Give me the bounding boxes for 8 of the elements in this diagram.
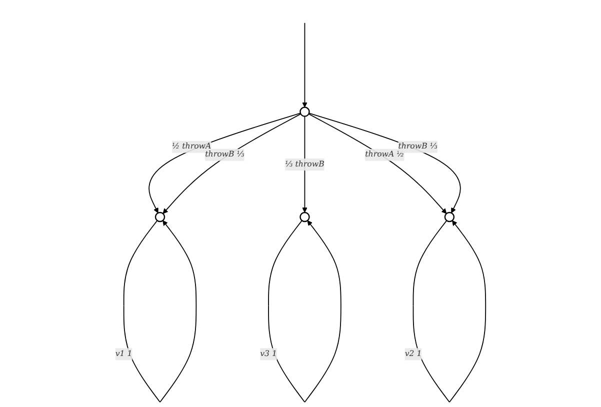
node-circle [300, 106, 310, 117]
node-circle [154, 212, 166, 222]
arrow [123, 220, 197, 403]
node-circle [444, 212, 455, 222]
arrow [302, 22, 308, 108]
arrow [412, 220, 486, 403]
node-circle [300, 212, 310, 222]
arrow [268, 220, 342, 403]
